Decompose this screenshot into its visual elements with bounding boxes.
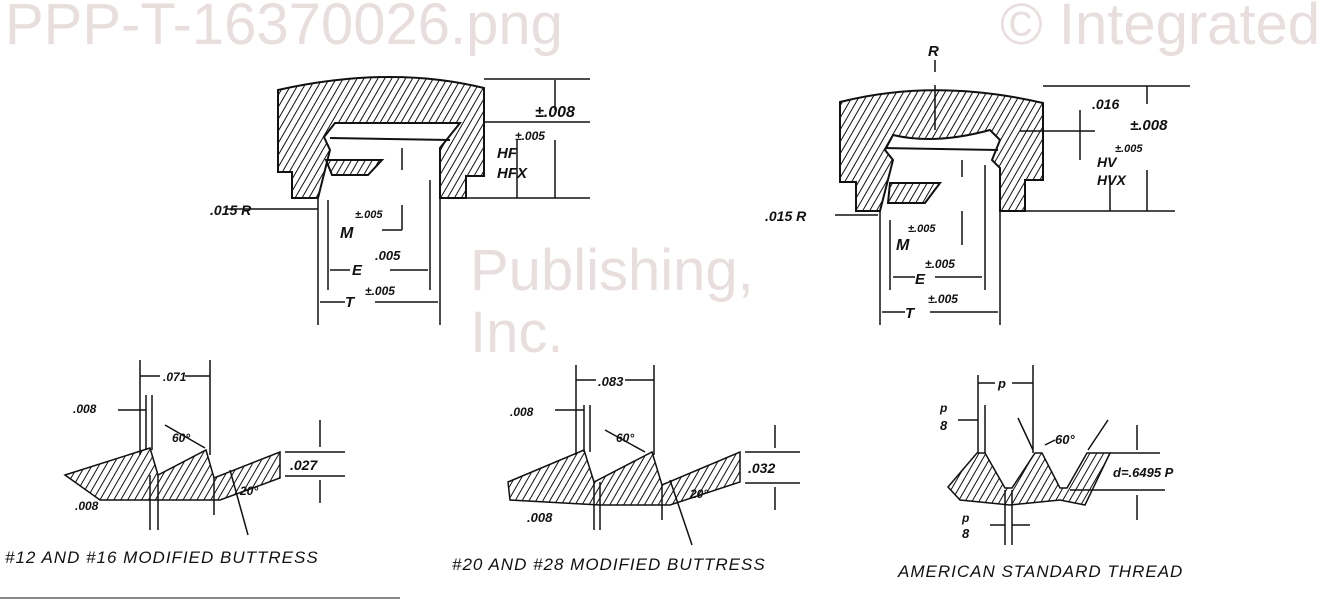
dim-pitch: p xyxy=(997,376,1006,391)
dim-lean: 20° xyxy=(239,484,258,498)
dim-pitch: .083 xyxy=(598,374,624,389)
dim-flat-top-numerator: p xyxy=(939,401,947,415)
tolerance-t: ±.005 xyxy=(928,292,958,306)
dim-angle: 60° xyxy=(616,431,634,445)
dim-angle: 60° xyxy=(1055,432,1075,447)
label-m: M xyxy=(340,225,354,242)
tolerance-m: ±.005 xyxy=(908,223,936,235)
label-r: R xyxy=(928,43,939,60)
caption-12-16: #12 AND #16 MODIFIED BUTTRESS xyxy=(5,548,319,567)
tolerance-hv: ±.005 xyxy=(1115,143,1143,155)
label-hv: HV xyxy=(1097,154,1118,170)
dim-flat-top: .008 xyxy=(510,405,534,419)
watermark-line-1: © Integrated xyxy=(1000,0,1320,57)
label-t: T xyxy=(905,305,916,322)
label-hvx: HVX xyxy=(1097,172,1127,188)
dim-lean: 20° xyxy=(689,487,708,501)
dim-pitch: .071 xyxy=(163,370,187,384)
tolerance-m: ±.005 xyxy=(355,209,383,221)
tolerance-e: ±.005 xyxy=(925,257,955,271)
dim-flat-bottom: .008 xyxy=(527,510,553,525)
buttress-thread-12-16: .071 .008 60° .027 .008 20° #12 AND #16 … xyxy=(5,360,345,567)
flat-cap-section: ±.008 ±.005 HF HFX .015 R ±.005 M E .005… xyxy=(210,75,590,325)
watermark-line-2-part-1: Publishing, xyxy=(470,238,770,303)
dim-flat-bottom: .008 xyxy=(75,499,99,513)
dim-flat-top-denominator: 8 xyxy=(940,418,948,433)
watermark-line-2-part-2: Inc. xyxy=(470,300,564,365)
tolerance-top: ±.008 xyxy=(1130,117,1168,134)
label-hf: HF xyxy=(497,145,518,162)
label-e: E xyxy=(352,262,363,279)
american-standard-thread: p p 8 60° d=.6495 P p 8 AMERICAN STANDAR… xyxy=(897,365,1183,581)
tolerance-t: ±.005 xyxy=(365,284,395,298)
dim-flat-bottom-numerator: p xyxy=(961,511,969,525)
dim-flat-bottom-denominator: 8 xyxy=(962,526,970,541)
watermark: © Integrated Publishing, Inc. PPP-T-1637… xyxy=(5,0,1320,365)
vented-cap-section: R .016 ±.008 ±.005 HV HVX .015 R ±.005 M… xyxy=(765,43,1190,325)
dim-depth: d=.6495 P xyxy=(1113,465,1174,480)
caption-american: AMERICAN STANDARD THREAD xyxy=(897,562,1183,581)
label-radius: .015 R xyxy=(210,202,252,218)
label-radius: .015 R xyxy=(765,208,807,224)
watermark-line-2: Publishing, Inc. xyxy=(470,238,770,365)
dim-depth: .032 xyxy=(748,460,775,476)
dim-depth: .027 xyxy=(290,457,318,473)
label-hfx: HFX xyxy=(497,165,528,182)
label-m: M xyxy=(896,237,910,254)
watermark-line-3: PPP-T-16370026.png xyxy=(5,0,563,57)
dim-angle: 60° xyxy=(172,431,190,445)
dim-flat-top: .008 xyxy=(73,402,97,416)
dim-016: .016 xyxy=(1092,96,1119,112)
buttress-thread-20-28: .083 .008 60° .032 .008 20° #20 AND #28 … xyxy=(452,365,800,574)
tolerance-e: .005 xyxy=(375,248,401,263)
tolerance-top: ±.008 xyxy=(535,104,575,121)
caption-20-28: #20 AND #28 MODIFIED BUTTRESS xyxy=(452,555,766,574)
tolerance-hf: ±.005 xyxy=(515,129,545,143)
label-t: T xyxy=(345,294,356,311)
label-e: E xyxy=(915,271,926,288)
